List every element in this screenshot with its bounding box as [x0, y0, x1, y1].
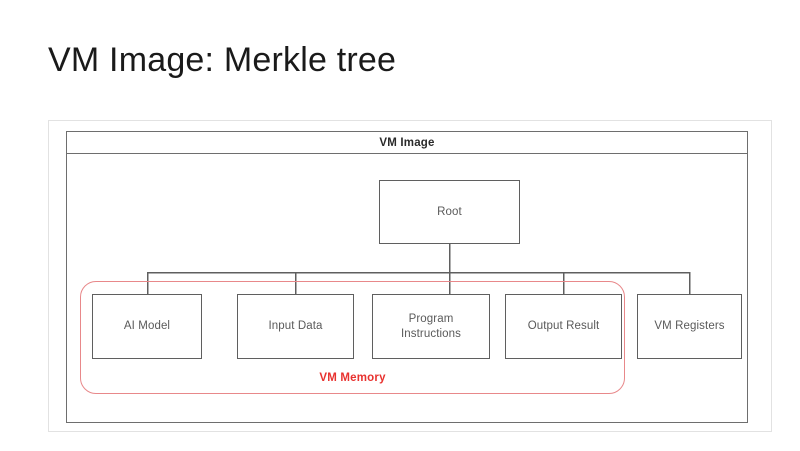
vm-image-header-label: VM Image — [379, 136, 435, 149]
node-ai-model-label: AI Model — [123, 320, 171, 332]
node-program-instructions-label: Program Instructions — [400, 312, 461, 340]
node-output-result-label: Output Result — [527, 320, 600, 332]
diagram-outer-frame: VM Image VM Memory Root AI Model — [48, 120, 772, 432]
vm-image-container: VM Image VM Memory Root AI Model — [66, 131, 748, 423]
node-root-label: Root — [437, 205, 462, 218]
tree-connector-lines — [146, 244, 691, 294]
node-vm-registers[interactable]: VM Registers — [637, 294, 742, 359]
vm-image-header: VM Image — [67, 132, 747, 154]
node-ai-model[interactable]: AI Model — [92, 294, 202, 359]
node-program-instructions[interactable]: Program Instructions — [372, 294, 490, 359]
node-input-data-label: Input Data — [268, 320, 323, 332]
node-output-result[interactable]: Output Result — [505, 294, 622, 359]
vm-memory-label: VM Memory — [319, 372, 386, 384]
node-input-data[interactable]: Input Data — [237, 294, 354, 359]
node-root[interactable]: Root — [379, 180, 520, 244]
node-vm-registers-label: VM Registers — [654, 320, 725, 332]
page-title: VM Image: Merkle tree — [48, 41, 397, 79]
